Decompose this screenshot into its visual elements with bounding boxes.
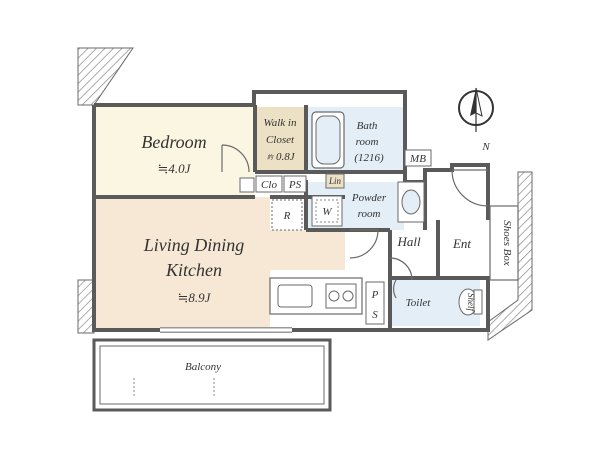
shelf-label: Shelf <box>466 293 476 312</box>
bedroom-area: ≒4.0J <box>158 161 192 176</box>
washer-label: W <box>322 206 332 218</box>
mb-box <box>404 149 432 167</box>
bathtub-inner <box>315 115 341 165</box>
powder-door <box>349 229 379 259</box>
bedroom-label: Bedroom <box>141 132 206 152</box>
clo-label: Clo <box>261 179 277 191</box>
balcony-outline <box>92 338 332 412</box>
clo-box <box>255 175 283 193</box>
bedroom-door <box>221 144 250 173</box>
ps-shaft-kitchen <box>365 281 385 325</box>
washer-pan <box>311 195 343 227</box>
stove-burner-1 <box>328 290 340 302</box>
ps-vertical-label-2: S <box>372 309 378 321</box>
balcony-inner <box>99 345 325 405</box>
ldk-area: ≒8.9J <box>178 290 212 305</box>
bedroom-floor <box>94 105 254 197</box>
ldk-label-line2: Kitchen <box>165 260 222 280</box>
refrigerator-space <box>271 199 303 231</box>
refrigerator-label: R <box>283 210 291 222</box>
ps-box <box>283 175 307 193</box>
mb-label: MB <box>409 153 426 165</box>
kitchen-sink <box>277 284 313 308</box>
stove-burner-2 <box>342 290 354 302</box>
closet-area: 0.8J <box>276 151 296 163</box>
ps-label: PS <box>288 179 302 191</box>
toilet-tank <box>473 289 483 315</box>
compass-icon <box>458 87 494 132</box>
shoes-box <box>489 205 519 281</box>
lin-box <box>325 173 345 189</box>
kitchen-stove <box>325 283 357 309</box>
ldk-floor <box>94 197 345 330</box>
walk-in-closet-floor <box>256 107 304 171</box>
shoes-box-label: Shoes Box <box>501 220 513 266</box>
bath-label-line1: Bath <box>357 120 378 132</box>
hall-label: Hall <box>396 234 421 249</box>
compass-north-label: N <box>481 141 490 153</box>
outer-wall <box>92 90 500 332</box>
closet-area-prefix: 約 <box>267 153 274 161</box>
washbasin-bowl <box>401 189 421 215</box>
toilet-door <box>392 279 397 299</box>
toilet-label: Toilet <box>406 297 432 309</box>
powder-label-line2: room <box>358 208 381 220</box>
bath-size: (1216) <box>354 152 384 164</box>
hall-door <box>389 257 413 281</box>
left-hatch-wall-upper <box>77 47 134 106</box>
washer-pan-inner <box>315 199 339 223</box>
closet-label-line1: Walk in <box>264 117 297 129</box>
bath-label-line2: room <box>356 136 379 148</box>
powder-label-line1: Powder <box>351 192 387 204</box>
entrance-door <box>451 169 489 207</box>
ps-vertical-label-1: P <box>371 289 379 301</box>
entrance-label: Ent <box>452 236 471 251</box>
right-hatch-wall <box>487 171 533 341</box>
wardrobe-rod <box>239 177 255 193</box>
ldk-label-line1: Living Dining <box>143 235 245 255</box>
closet-label-line2: Closet <box>266 134 295 146</box>
lin-label: Lin <box>328 176 342 186</box>
balcony-label: Balcony <box>185 361 221 373</box>
left-hatch-wall-lower <box>77 279 95 334</box>
